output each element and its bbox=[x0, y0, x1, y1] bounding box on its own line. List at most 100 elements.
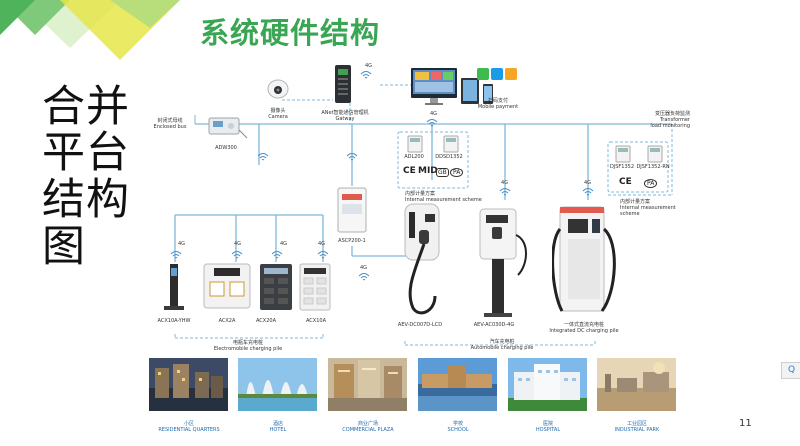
photo-en: SCHOOL bbox=[447, 427, 469, 433]
signal-4g-icon bbox=[317, 251, 329, 259]
signal-label: 4G bbox=[501, 180, 509, 186]
signal-4g-icon bbox=[499, 188, 511, 196]
electromobile-group-label: 电瓶车充电桩 Electromobile charging pile bbox=[198, 340, 298, 352]
electromobile-zh: 电瓶车充电桩 bbox=[232, 340, 263, 346]
acx10a-yhw-charger-icon bbox=[164, 264, 184, 310]
ascp-controller-icon bbox=[337, 187, 367, 233]
side-title-char: 结 bbox=[42, 175, 85, 225]
adw300-label: ADW300 bbox=[215, 145, 237, 151]
camera-icon bbox=[267, 79, 289, 99]
cert-ce-mark: CE bbox=[403, 166, 416, 176]
photo-hospital bbox=[508, 358, 587, 411]
acx10a-label: ACX10A bbox=[305, 318, 327, 324]
side-title-char: 构 bbox=[86, 175, 129, 225]
ddsd1352-label: DDSD1352 bbox=[435, 154, 463, 160]
acx20a-charger-icon bbox=[260, 264, 292, 310]
internal-scheme-1-en: Internal measurement scheme bbox=[405, 197, 482, 203]
internal-scheme-1-label: 内部计量方案 Internal measurement scheme bbox=[405, 191, 485, 203]
signal-4g-icon bbox=[257, 153, 269, 161]
automobile-group-label: 汽车充电桩 Automobile charging pile bbox=[452, 339, 552, 351]
photo-en: RESIDENTIAL QUARTERS bbox=[158, 427, 220, 433]
transformer-label: 变压器负荷监测 Transformer load monitoring bbox=[636, 111, 690, 129]
mobile-payment-zh: 扫码支付 bbox=[487, 98, 508, 104]
ascp-label: ASCP200-1 bbox=[338, 238, 366, 244]
internal-scheme-1-zh: 内部计量方案 bbox=[405, 191, 436, 197]
photo-industrial-park bbox=[597, 358, 676, 411]
signal-label: 4G bbox=[360, 265, 368, 271]
signal-label: 4G bbox=[234, 241, 242, 247]
signal-4g-icon bbox=[231, 251, 243, 259]
cert-mid-mark: MID bbox=[418, 166, 438, 176]
signal-4g-icon bbox=[358, 273, 370, 281]
gateway-icon bbox=[335, 65, 351, 103]
photo-en: COMMERCIAL PLAZA bbox=[342, 427, 394, 433]
search-tab-button[interactable]: Q bbox=[781, 362, 800, 379]
enclosed-bus-label: 封闭式母线 Enclosed bus bbox=[148, 118, 192, 130]
photo-en: HOTEL bbox=[269, 427, 287, 433]
enclosed-bus-en: Enclosed bus bbox=[153, 124, 187, 130]
aev-ac030d-label: AEV-AC030D-4G bbox=[473, 322, 515, 328]
signal-4g-icon bbox=[426, 119, 438, 127]
energy-meters-icon bbox=[407, 135, 459, 153]
photo-commercial-plaza bbox=[328, 358, 407, 411]
mobile-payment-en: Mobile payment bbox=[477, 104, 519, 110]
signal-4g-icon bbox=[346, 153, 358, 161]
acx2a-charger-icon bbox=[203, 263, 251, 309]
integrated-dc-charger-icon bbox=[552, 206, 616, 312]
acx10a-charger-icon bbox=[299, 263, 331, 311]
photo-zh: 酒店 bbox=[272, 421, 283, 427]
photo-en: HOSPITAL bbox=[535, 427, 561, 433]
signal-label: 4G bbox=[178, 241, 186, 247]
photo-zh: 商业广场 bbox=[357, 421, 378, 427]
camera-label: 摄像头 Camera bbox=[259, 108, 297, 120]
cert-pa-mark-2: PA bbox=[644, 179, 658, 188]
signal-label: 4G bbox=[365, 63, 373, 69]
cert-ce-mark-2: CE bbox=[619, 177, 632, 187]
transformer-zh: 变压器负荷监测 bbox=[654, 111, 690, 117]
internal-scheme-2-zh: 内部计量方案 bbox=[620, 199, 651, 205]
signal-label: 4G bbox=[584, 180, 592, 186]
aev-dc007d-charger-icon bbox=[404, 203, 440, 315]
side-title-char: 平 bbox=[42, 128, 85, 178]
photo-zh: 工业园区 bbox=[626, 421, 647, 427]
acx20a-label: ACX20A bbox=[255, 318, 277, 324]
signal-4g-icon bbox=[582, 188, 594, 196]
corner-decoration bbox=[0, 0, 180, 60]
photo-school bbox=[418, 358, 497, 411]
automobile-zh: 汽车充电桩 bbox=[489, 339, 515, 345]
photo-zh: 学校 bbox=[452, 421, 463, 427]
side-title-char: 并 bbox=[86, 82, 129, 132]
aev-ac030d-charger-icon bbox=[479, 208, 527, 317]
signal-label: 4G bbox=[430, 111, 438, 117]
djsf1352rn-label: DJSF1352-RN bbox=[636, 164, 670, 170]
signal-4g-icon bbox=[271, 251, 283, 259]
internal-scheme-2-en1: Internal measurement bbox=[620, 205, 676, 211]
photo-en: INDUSTRIAL PARK bbox=[614, 427, 660, 433]
automobile-en: Automobile charging pile bbox=[470, 345, 534, 351]
photo-zh: 医院 bbox=[542, 421, 553, 427]
signal-4g-icon bbox=[360, 71, 372, 79]
aev-dc007d-label: AEV-DC007D-LCD bbox=[397, 322, 443, 328]
acx2a-label: ACX2A bbox=[218, 318, 236, 324]
side-title-char: 台 bbox=[86, 128, 129, 178]
cert-pa-mark: PA bbox=[450, 168, 464, 177]
integrated-dc-label: 一体式直流充电桩 Integrated DC charging pile bbox=[546, 322, 622, 334]
photo-hotel bbox=[238, 358, 317, 411]
photo-zh: 小区 bbox=[183, 421, 194, 427]
photo-residential bbox=[149, 358, 228, 411]
gateway-label: ANet智能通信管理机 Gatway bbox=[316, 110, 374, 122]
acx10a-yhw-label: ACX10A-YHW bbox=[157, 318, 191, 324]
integrated-dc-en: Integrated DC charging pile bbox=[549, 328, 619, 334]
page-number: 11 bbox=[739, 418, 752, 429]
transformer-en1: Transformer bbox=[659, 117, 690, 123]
electromobile-en: Electromobile charging pile bbox=[213, 346, 283, 352]
mobile-payment-label: 扫码支付 Mobile payment bbox=[472, 98, 524, 110]
internal-scheme-2-label: 内部计量方案 Internal measurement scheme bbox=[620, 199, 684, 217]
